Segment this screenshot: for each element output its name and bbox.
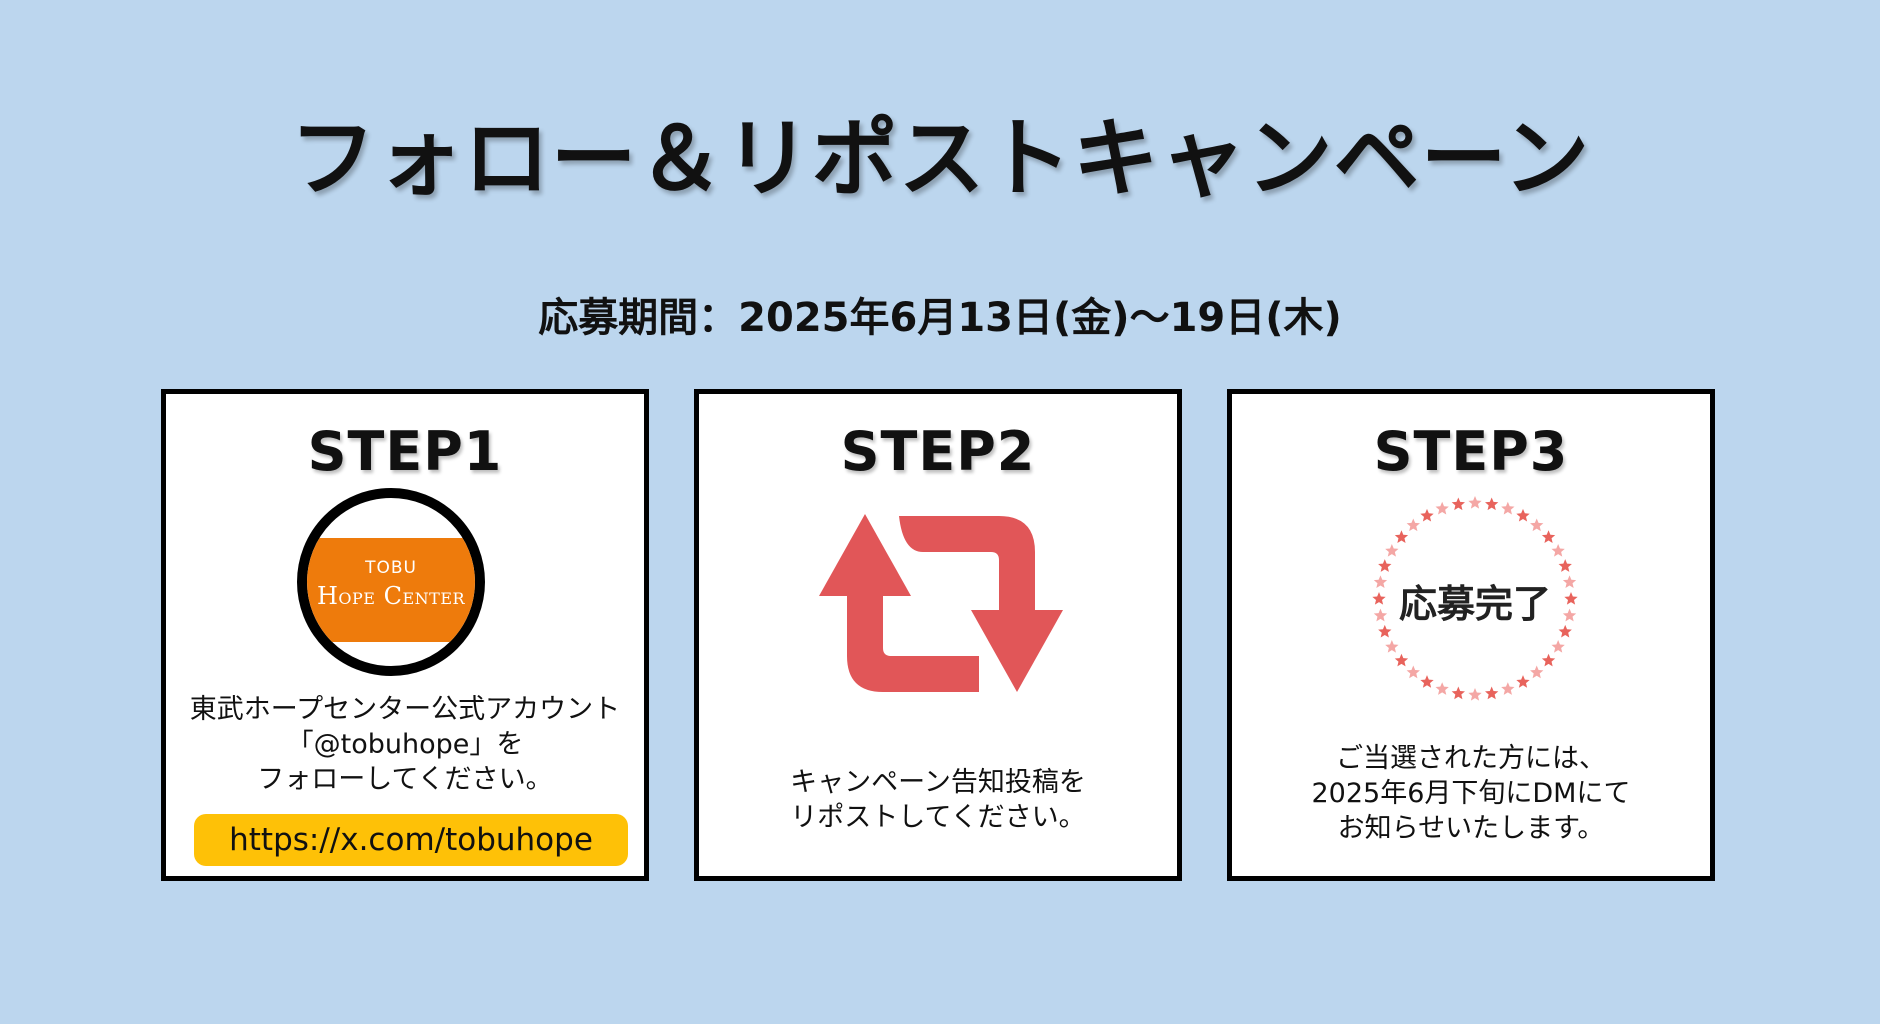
star-icon — [1373, 608, 1388, 622]
step1-description: 東武ホープセンター公式アカウント 「@tobuhope」を フォローしてください… — [166, 692, 644, 797]
step1-line: 東武ホープセンター公式アカウント — [189, 694, 621, 725]
star-icon — [1451, 497, 1465, 511]
star-icon — [1373, 575, 1388, 588]
star-icon — [1562, 575, 1577, 588]
repost-arrow-up-head — [819, 514, 911, 596]
star-icon — [1558, 559, 1572, 572]
star-icon — [1394, 653, 1409, 667]
entry-complete-badge: 応募完了 — [1398, 582, 1551, 626]
star-icon — [1530, 665, 1544, 679]
page-title: フォロー＆リポストキャンペーン — [289, 109, 1591, 209]
repost-right-path — [899, 516, 1035, 612]
repost-icon — [819, 514, 1063, 692]
logo-letters-enter: ENTER — [402, 589, 466, 608]
logo-top-text: TOBU — [365, 558, 417, 578]
star-icon — [1372, 592, 1386, 605]
step2-card: STEP2 キャンペーン告知投稿を リポストしてください。 — [694, 389, 1182, 881]
step3-description: ご当選された方には、 2025年6月下旬にDMにて お知らせいたします。 — [1232, 741, 1710, 846]
star-icon — [1541, 530, 1556, 543]
logo-letters-ope: OPE — [338, 589, 376, 608]
star-icon — [1558, 624, 1572, 638]
star-icon — [1378, 624, 1392, 638]
star-icon — [1468, 688, 1482, 701]
star-icon — [1516, 508, 1530, 522]
step2-line: キャンペーン告知投稿を — [790, 767, 1086, 798]
star-icon — [1564, 592, 1578, 605]
star-icon — [1541, 653, 1556, 667]
logo-letter-h: H — [316, 582, 339, 610]
step2-line: リポストしてください。 — [790, 802, 1086, 833]
star-ring-icon — [1372, 496, 1578, 701]
step1-line: 「@tobuhope」を — [286, 729, 524, 760]
star-icon — [1562, 608, 1577, 622]
step2-title: STEP2 — [840, 420, 1036, 483]
campaign-period: 応募期間：2025年6月13日(金)～19日(木) — [538, 295, 1342, 341]
star-icon — [1451, 686, 1465, 700]
step1-line: フォローしてください。 — [257, 764, 553, 795]
star-icon — [1501, 682, 1515, 695]
star-icon — [1501, 501, 1515, 515]
star-icon — [1435, 682, 1449, 695]
step3-card: STEP3 応募完了 ご当選された方には、 2025年6月下旬にDMにて お知ら… — [1227, 389, 1715, 881]
step1-title: STEP1 — [307, 420, 503, 483]
star-icon — [1485, 686, 1499, 700]
star-icon — [1394, 530, 1409, 543]
star-icon — [1551, 544, 1565, 557]
step3-line: 2025年6月下旬にDMにて — [1311, 778, 1631, 809]
repost-arrow-down-head — [971, 610, 1063, 692]
step2-description: キャンペーン告知投稿を リポストしてください。 — [699, 765, 1177, 835]
star-icon — [1406, 665, 1420, 679]
star-icon — [1485, 497, 1499, 511]
account-url-link[interactable]: https://x.com/tobuhope — [194, 814, 628, 866]
star-icon — [1406, 518, 1420, 532]
repost-left-path — [847, 594, 979, 692]
step3-line: ご当選された方には、 — [1336, 743, 1606, 774]
star-icon — [1378, 559, 1392, 572]
logo-letter-c: C — [383, 582, 403, 610]
star-icon — [1420, 675, 1434, 688]
star-icon — [1516, 675, 1530, 688]
star-icon — [1420, 508, 1434, 522]
star-icon — [1385, 544, 1399, 557]
logo-band: TOBU HOPE CENTER — [307, 538, 475, 642]
star-icon — [1530, 518, 1544, 532]
step3-title: STEP3 — [1373, 420, 1569, 483]
step3-line: お知らせいたします。 — [1337, 813, 1605, 844]
star-icon — [1385, 640, 1399, 653]
logo-main-text: HOPE CENTER — [307, 582, 475, 610]
step1-card: STEP1 TOBU HOPE CENTER 東武ホープセンター公式アカウント … — [161, 389, 649, 881]
star-icon — [1435, 501, 1449, 515]
star-icon — [1551, 640, 1565, 653]
star-icon — [1468, 496, 1482, 509]
tobu-hope-center-logo: TOBU HOPE CENTER — [297, 488, 485, 676]
